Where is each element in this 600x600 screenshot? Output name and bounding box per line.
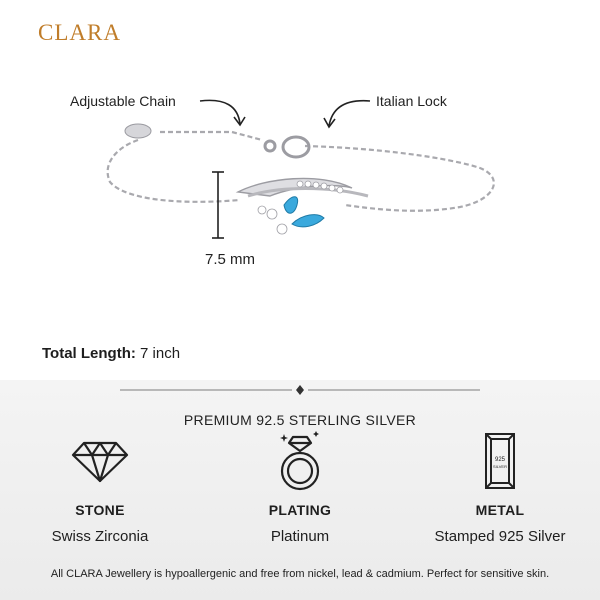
total-length-value: 7 inch [140, 345, 181, 362]
ring-icon [280, 431, 320, 491]
stamped-bar-icon: 925 SILVER [485, 433, 515, 489]
feature-metal-value: Stamped 925 Silver [434, 528, 566, 545]
lock-arrow-icon [323, 99, 371, 129]
hypoallergenic-footnote: All CLARA Jewellery is hypoallergenic an… [50, 568, 550, 580]
adjustable-chain-label: Adjustable Chain [70, 93, 176, 109]
dimension-line [212, 171, 224, 239]
italian-lock-label: Italian Lock [376, 93, 447, 109]
blue-stones [283, 196, 325, 228]
total-length-label: Total Length: [42, 345, 136, 362]
feature-plating-value: Platinum [270, 528, 330, 545]
chain-end-drop [124, 123, 152, 139]
brand-logo: CLARA [38, 20, 121, 45]
chain-links [106, 130, 495, 212]
ornament-divider [120, 385, 480, 395]
feature-plating: PLATING Platinum [200, 431, 400, 545]
zirconia-stones [257, 180, 344, 235]
lobster-clasp [263, 135, 311, 159]
stamp-text: SILVER [493, 464, 507, 469]
premium-heading: PREMIUM 92.5 STERLING SILVER [183, 412, 417, 428]
feature-plating-name: PLATING [268, 502, 332, 518]
feature-stone: STONE Swiss Zirconia [0, 432, 200, 545]
feature-metal: 925 SILVER METAL Stamped 925 Silver [400, 432, 600, 545]
diamond-icon [71, 441, 129, 483]
feature-stone-value: Swiss Zirconia [51, 528, 149, 545]
stamp-number: 925 [495, 457, 506, 463]
height-dimension-label: 7.5 mm [205, 251, 256, 268]
bracelet-image [106, 99, 495, 239]
feature-metal-name: METAL [475, 502, 525, 518]
feature-stone-name: STONE [75, 502, 125, 518]
chain-arrow-icon [199, 99, 246, 127]
total-length: Total Length: 7 inch [42, 345, 180, 362]
